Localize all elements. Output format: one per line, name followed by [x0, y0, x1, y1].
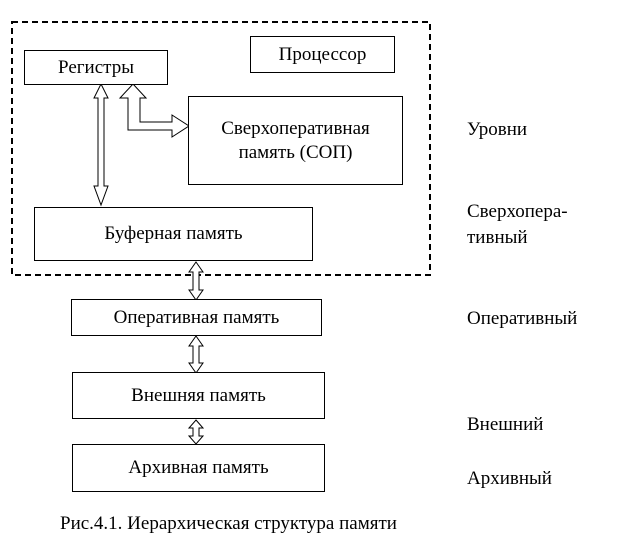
processor-label: Процессор — [278, 43, 367, 65]
sop-box: Сверхоперативная память (СОП) — [188, 96, 403, 185]
external-memory-box: Внешняя память — [72, 372, 325, 419]
archive-memory-box: Архивная память — [72, 444, 325, 492]
external-memory-label: Внешняя память — [131, 384, 266, 406]
processor-boundary — [11, 21, 431, 276]
main-external-arrow — [188, 335, 204, 374]
archive-memory-label: Архивная память — [128, 457, 269, 479]
buffer-main-arrow — [188, 261, 204, 301]
processor-box: Процессор — [250, 36, 395, 73]
main-memory-label: Оперативная память — [113, 306, 280, 328]
level-super-line2: тивный — [467, 227, 528, 248]
external-archive-arrow — [187, 419, 205, 445]
registers-sop-arrow — [118, 83, 190, 138]
sop-label: Сверхоперативная память (СОП) — [221, 117, 370, 163]
levels-title: Уровни — [467, 119, 528, 140]
registers-box: Регистры — [24, 50, 168, 85]
main-memory-box: Оперативная память — [71, 299, 322, 336]
buffer-memory-box: Буферная память — [34, 207, 313, 261]
level-external: Внешний — [467, 414, 544, 435]
level-super-line1: Сверхопера- — [467, 201, 568, 222]
buffer-memory-label: Буферная память — [104, 223, 243, 245]
registers-buffer-arrow — [93, 82, 109, 207]
level-operative: Оперативный — [467, 308, 578, 329]
registers-label: Регистры — [58, 56, 134, 78]
level-archive: Архивный — [467, 468, 552, 489]
figure-caption: Рис.4.1. Иерархическая структура памяти — [60, 513, 397, 534]
